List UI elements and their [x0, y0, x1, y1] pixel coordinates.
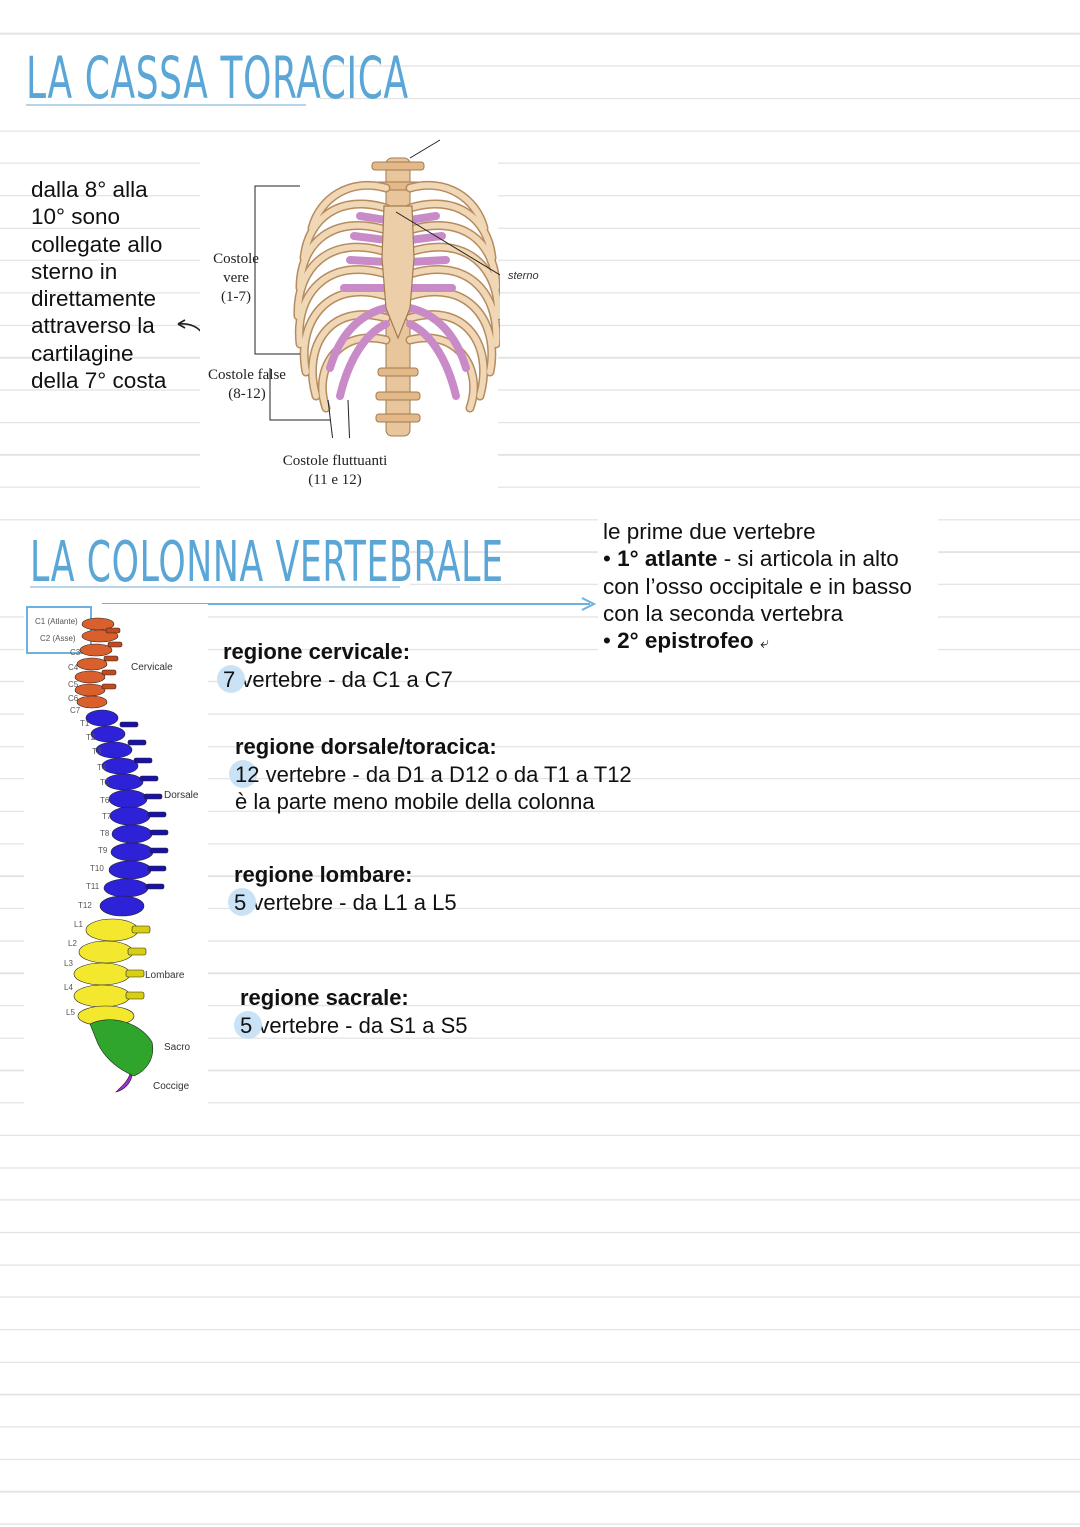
epistrofeo-term: 2° epistrofeo — [617, 628, 754, 654]
atlas-note-line: • 1° atlante - si articola in alto — [603, 546, 899, 572]
atlas-axis-box — [26, 606, 92, 654]
count-highlight: 5 — [233, 1010, 263, 1039]
vertebra-label: L1 — [74, 920, 83, 929]
region-dorsale: regione dorsale/toracica: 12 vertebre - … — [228, 733, 632, 816]
label-region-sacro: Sacro — [164, 1042, 191, 1053]
side-note-line: direttamente — [31, 286, 157, 312]
label-line: Costole false — [208, 367, 286, 383]
label-line: (1-7) — [221, 289, 251, 305]
region-heading: regione lombare: — [234, 862, 413, 887]
vertebra-label: T3 — [92, 747, 102, 756]
label-region-dorsale: Dorsale — [164, 790, 199, 801]
label-region-lombare: Lombare — [145, 970, 185, 981]
vertebra-label: L5 — [66, 1008, 75, 1017]
atlas-note-line: le prime due vertebre — [603, 519, 816, 544]
label-c2: C2 (Asse) — [40, 634, 76, 643]
vertebra-label: C6 — [68, 694, 79, 703]
count-highlight: 5 — [227, 887, 257, 916]
label-sterno: sterno — [508, 270, 539, 282]
vertebra-label: L3 — [64, 959, 73, 968]
side-note-line: della 7° costa — [31, 368, 167, 394]
vertebra-label: T12 — [78, 901, 92, 910]
atlas-note-line: con la seconda vertebra — [603, 600, 844, 626]
label-c1: C1 (Atlante) — [35, 617, 78, 626]
region-sacrale: regione sacrale: 5 vertebre - da S1 a S5 — [233, 984, 468, 1040]
atlas-note-background — [598, 518, 938, 658]
region-extra: è la parte meno mobile della colonna — [235, 789, 595, 814]
vertebra-label: T6 — [100, 796, 110, 805]
atlas-note-text: - si articola in alto — [717, 546, 899, 572]
vertebra-label: T9 — [98, 846, 108, 855]
label-costole-fluttuanti: Costole fluttuanti (11 e 12) — [270, 452, 400, 490]
section-title-cassa-toracica: LA CASSA TORACICA — [26, 44, 409, 112]
side-note-line: sterno in — [31, 258, 118, 284]
vertebra-label: C4 — [68, 663, 79, 672]
spine-illustration — [73, 617, 169, 1093]
region-text: vertebre - da S1 a S5 — [252, 1012, 468, 1038]
region-heading: regione sacrale: — [240, 985, 409, 1010]
count-highlight: 7 — [216, 664, 246, 693]
region-detail: 7 vertebre - da C1 a C7 — [216, 664, 453, 694]
title-underline — [26, 104, 306, 106]
title-underline — [30, 586, 400, 588]
region-cervicale: regione cervicale: 7 vertebre - da C1 a … — [216, 638, 453, 694]
side-note-line: 10° sono — [31, 204, 121, 230]
side-note-line: attraverso la — [31, 313, 155, 339]
region-heading: regione cervicale: — [223, 639, 411, 664]
atlas-term: 1° atlante — [617, 546, 718, 572]
label-line: Costole — [213, 251, 259, 267]
label-costole-false: Costole false (8-12) — [202, 366, 292, 404]
side-note-ribs: dalla 8° alla 10° sono collegate allo st… — [31, 176, 166, 394]
label-line: vere — [223, 270, 249, 286]
vertebra-label: L2 — [68, 939, 77, 948]
side-note-line: dalla 8° alla — [31, 177, 148, 202]
vertebra-label: C7 — [70, 706, 81, 715]
side-note-line: cartilagine — [31, 340, 134, 366]
vertebra-label: T11 — [86, 882, 100, 891]
label-costole-vere: Costole vere (1-7) — [208, 250, 264, 307]
label-line: (8-12) — [228, 386, 266, 402]
label-region-cervicale: Cervicale — [131, 662, 173, 673]
vertebra-label: T10 — [90, 864, 104, 873]
region-detail: 5 vertebre - da L1 a L5 — [227, 887, 457, 917]
vertebra-label: L4 — [64, 983, 73, 992]
atlas-note: le prime due vertebre • 1° atlante - si … — [603, 518, 912, 657]
atlas-note-line: con l’osso occipitale e in basso — [603, 573, 912, 599]
label-line: Costole fluttuanti — [282, 453, 388, 469]
side-note-line: collegate allo — [31, 231, 163, 257]
label-region-coccige: Coccige — [153, 1081, 190, 1092]
section-title-colonna-vertebrale: LA COLONNA VERTEBRALE — [30, 530, 504, 595]
region-heading: regione dorsale/toracica: — [235, 734, 497, 759]
region-lombare: regione lombare: 5 vertebre - da L1 a L5 — [227, 861, 457, 917]
region-text: vertebre - da C1 a C7 — [235, 666, 453, 692]
region-detail: 12 vertebre - da D1 a D12 o da T1 a T12 — [228, 759, 632, 789]
vertebra-label: C3 — [70, 648, 81, 657]
vertebra-label: T5 — [100, 778, 110, 787]
label-line: (11 e 12) — [308, 472, 362, 488]
title-background — [0, 528, 410, 590]
atlas-note-line: • 2° epistrofeo ⤶ — [603, 628, 769, 654]
vertebra-label: T8 — [100, 829, 110, 838]
vertebra-label: T1 — [80, 719, 90, 728]
count-highlight: 12 — [228, 759, 260, 788]
title-background — [0, 40, 320, 100]
rib-cage-illustration — [254, 139, 500, 438]
region-text: vertebre - da D1 a D12 o da T1 a T12 — [259, 761, 632, 787]
vertebra-label: C5 — [68, 680, 79, 689]
vertebra-label: T2 — [86, 733, 96, 742]
region-detail: 5 vertebre - da S1 a S5 — [233, 1010, 468, 1040]
region-text: vertebre - da L1 a L5 — [246, 889, 457, 915]
return-arrow-icon: ⤶ — [759, 635, 769, 653]
vertebra-label: T7 — [102, 812, 112, 821]
vertebra-label: T4 — [97, 763, 107, 772]
